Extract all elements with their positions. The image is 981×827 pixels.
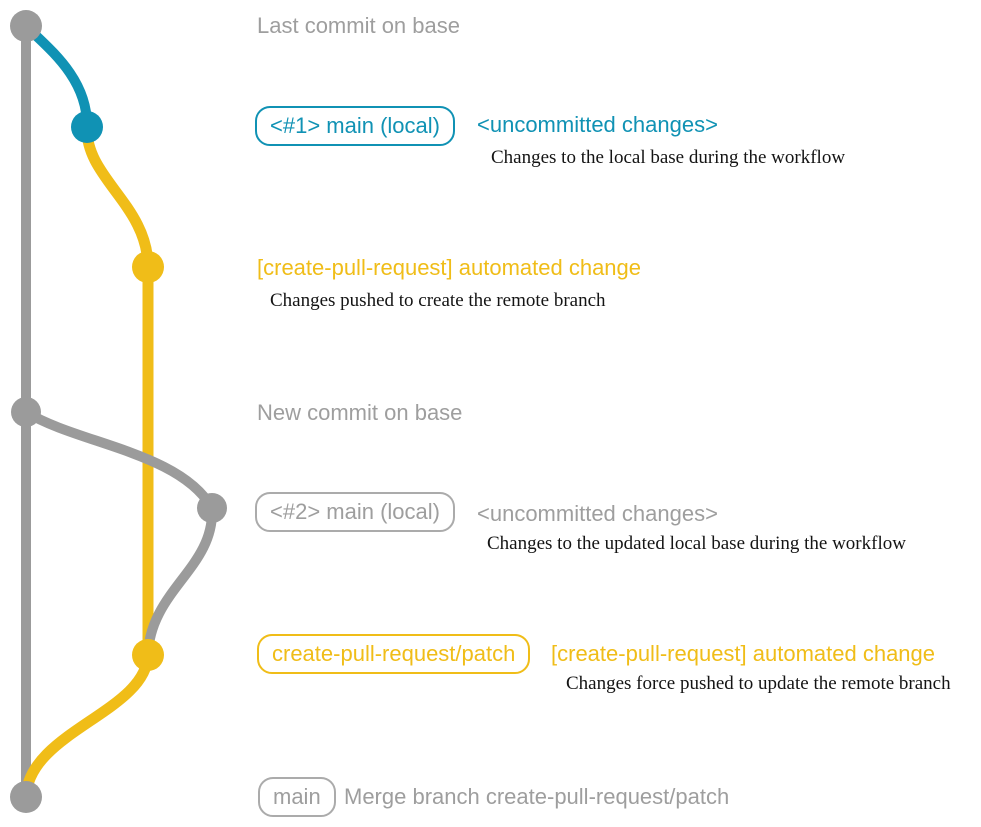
base-update-segment-out [21,407,217,513]
local-branch-segment-1 [21,21,93,132]
commit-title-automated-change-1: [create-pull-request] automated change [257,255,642,280]
commit-node-patch-1 [132,251,164,283]
commit-title-automated-change-2: [create-pull-request] automated change [551,641,936,666]
commit-node-local-1 [71,111,103,143]
commit-title-merge-branch: Merge branch create-pull-request/patch [344,784,730,809]
commit-node-base-new [11,397,41,427]
commit-node-merge [10,781,42,813]
commit-description-local-2: Changes to the updated local base during… [487,533,906,554]
commit-description-local-1: Changes to the local base during the wor… [491,147,846,168]
commit-node-local-2 [197,493,227,523]
branch-badge-create-pull-request-patch: create-pull-request/patch [257,634,531,674]
base-update-segment-in [143,503,218,660]
commit-title-uncommitted-changes-2: <uncommitted changes> [477,501,718,526]
commit-title-uncommitted-changes-1: <uncommitted changes> [477,112,718,137]
branch-badge-main-local-1: <#1> main (local) [255,106,455,146]
branch-badge-main: main [258,777,336,817]
annotation-last-commit-on-base: Last commit on base [257,13,460,38]
commit-graph [10,10,227,813]
branch-badge-main-local-2: <#2> main (local) [255,492,455,532]
annotation-new-commit-on-base: New commit on base [257,400,463,425]
commit-description-patch-1: Changes pushed to create the remote bran… [270,290,606,311]
commit-node-base-top [10,10,42,42]
patch-branch-segment-1 [81,121,154,273]
commit-description-patch-2: Changes force pushed to update the remot… [566,673,951,694]
patch-merge-segment [20,649,154,803]
commit-node-patch-2 [132,639,164,671]
